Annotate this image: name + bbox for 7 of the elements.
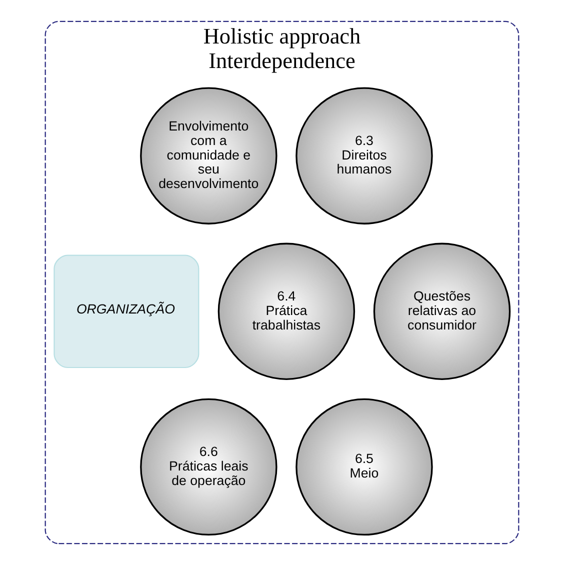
node-circle: 6.5 Meio (295, 398, 432, 536)
node-circle: 6.4 Prática trabalhistas (217, 242, 355, 380)
node-circle: Questões relativas ao consumidor (372, 242, 510, 380)
node-circle: 6.6 Práticas leais de operação (140, 398, 277, 536)
node-circle: 6.3 Direitos humanos (295, 87, 432, 224)
node-circle: Envolvimento com a comunidade e seu desenvolvimento (140, 87, 277, 224)
node-box: ORGANIZAÇÃO (53, 254, 199, 368)
